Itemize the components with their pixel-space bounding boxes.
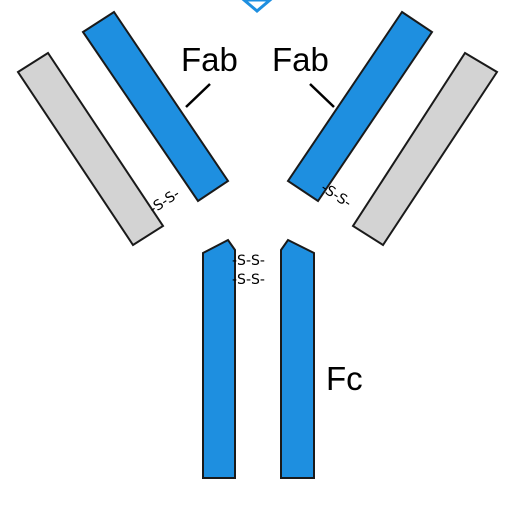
- disulfide-bond-right-fab: -S-S-: [318, 180, 354, 211]
- disulfide-bond-left-fab: -S-S-: [146, 186, 182, 217]
- fab-right-pointer: [310, 84, 334, 107]
- disulfide-bond-hinge-lower: -S-S-: [232, 272, 265, 288]
- fab-left-label: Fab: [181, 41, 238, 78]
- fc-label: Fc: [326, 360, 363, 397]
- disulfide-bond-hinge-upper: -S-S-: [232, 253, 265, 269]
- fc-heavy-chain-right: [281, 240, 314, 478]
- fab-right-label: Fab: [272, 41, 329, 78]
- fab-left-pointer: [186, 84, 210, 107]
- top-marker-icon: [244, 0, 270, 11]
- fc-heavy-chain-left: [203, 240, 235, 478]
